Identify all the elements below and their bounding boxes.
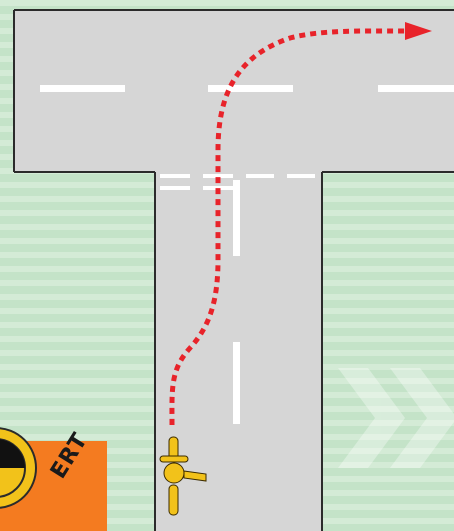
give-way-dash xyxy=(160,186,190,190)
lane-dash xyxy=(233,342,240,424)
give-way-dash xyxy=(160,174,190,178)
give-way-dash xyxy=(246,174,274,178)
lane-dash xyxy=(233,180,240,256)
lane-dash xyxy=(378,85,454,92)
lane-dash xyxy=(208,85,293,92)
lane-dash xyxy=(40,85,125,92)
give-way-dash xyxy=(287,174,315,178)
